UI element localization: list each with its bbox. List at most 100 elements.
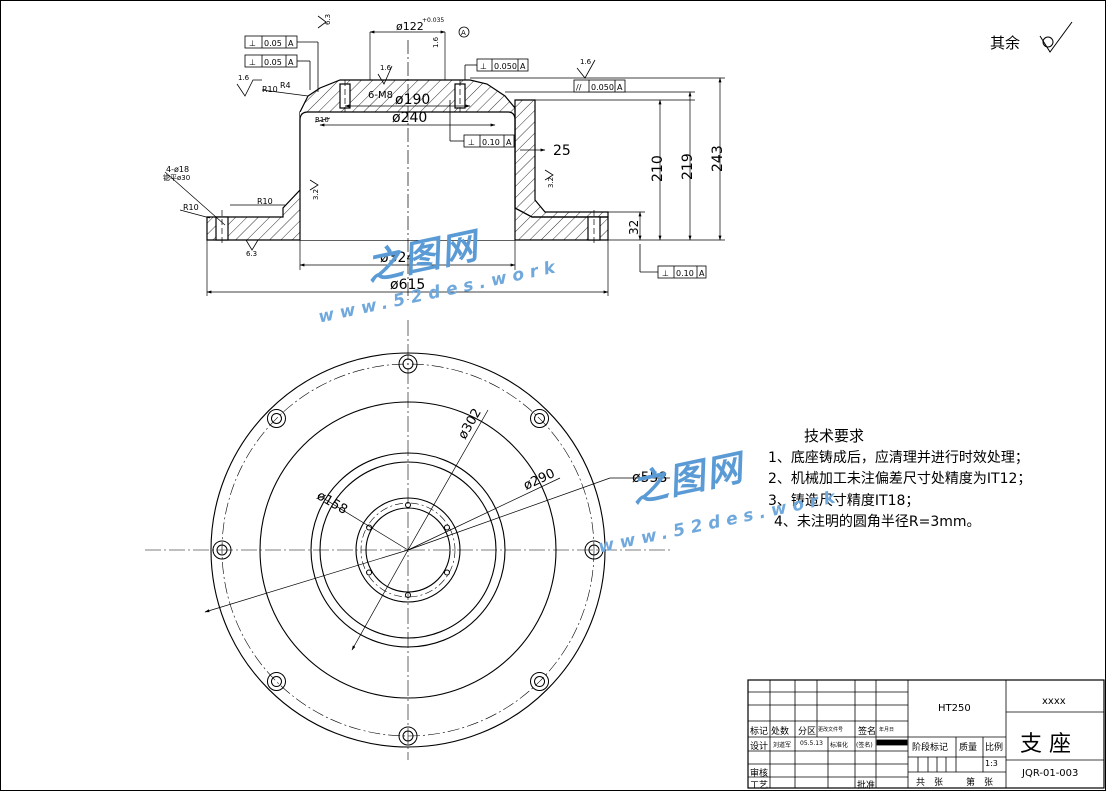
- flange-bolt-hole: [398, 726, 418, 746]
- tol-4-sym: //: [576, 83, 582, 92]
- dim-d122-tol: +0.035: [422, 17, 444, 24]
- flange-bolt-hole: [216, 544, 228, 556]
- tb-scale: 1:3: [985, 759, 998, 768]
- tol-1-val: 0.05: [264, 39, 282, 48]
- dim-d240: ø240: [392, 110, 427, 126]
- tol-1-sym: ⊥: [249, 39, 256, 48]
- flange-bolt-hole: [270, 676, 282, 688]
- tb-design-sig: 刘道军: [773, 742, 792, 749]
- tol-5-datum: A: [506, 138, 512, 147]
- tb-weight: 质量: [959, 743, 978, 753]
- tb-mark: 标记: [750, 727, 769, 737]
- m8-thread-hole: [405, 502, 411, 508]
- tol-frame-5: [449, 100, 515, 148]
- tol-5-val: 0.10: [482, 138, 500, 147]
- tb-std: 标准化: [830, 742, 849, 749]
- tol-frame-4: [573, 79, 626, 93]
- finish-6-3-top: 6.3: [324, 14, 332, 25]
- tolerance-frames: [244, 35, 707, 279]
- tb-review: 审核: [750, 769, 769, 779]
- tol-2-val: 0.05: [264, 58, 282, 67]
- dim-25: 25: [553, 143, 571, 159]
- tb-design-date: 05.5.13: [800, 740, 823, 747]
- flange-bolt-hole: [270, 412, 282, 424]
- m8-thread-hole: [405, 592, 411, 598]
- dim-d190: ø190: [395, 92, 430, 108]
- dim-d158: ø158: [314, 488, 350, 517]
- finish-6-3-bottom: 6.3: [246, 250, 257, 258]
- flange-bolt-hole: [534, 412, 546, 424]
- tol-4-datum: A: [617, 83, 623, 92]
- tol-1-datum: A: [288, 39, 294, 48]
- m8-thread-hole: [443, 524, 450, 531]
- remaining-finish-label: 其余: [990, 34, 1021, 52]
- tol-6-val: 0.10: [676, 269, 694, 278]
- section-dimension-text: ø615 ø324 ø240 ø190 6-M8 ø122 +0.035 A 2…: [163, 14, 726, 293]
- dim-d290: ø290: [521, 466, 557, 493]
- tol-3-sym: ⊥: [480, 62, 487, 71]
- flange-bolt-hole: [402, 730, 414, 742]
- tb-drawing-no: JQR-01-003: [1022, 768, 1079, 779]
- dim-210: 210: [650, 155, 666, 182]
- tech-requirements: 技术要求 1、底座铸成后，应清理并进行时效处理； 2、机械加工未注偏差尺寸处精度…: [768, 426, 1031, 534]
- dim-holes: 4-ø18: [166, 165, 189, 174]
- dim-r10a: R10: [262, 85, 278, 94]
- flange-bolt-hole: [398, 354, 418, 374]
- finish-1-6-a: 1.6: [238, 74, 250, 82]
- flange-bolt-hole: [530, 672, 550, 692]
- tol-5-sym: ⊥: [468, 138, 475, 147]
- tb-change-doc: 更改文件号: [818, 727, 844, 733]
- dim-d558: ø558: [632, 470, 667, 486]
- tech-item-3: 3、铸造尺寸精度IT18；: [768, 492, 920, 509]
- tolerance-text: ⊥ 0.05 A ⊥ 0.05 A ⊥ 0.050 A // 0.050 A ⊥…: [249, 39, 705, 278]
- tol-4-val: 0.050: [591, 83, 614, 92]
- tb-process: 工艺: [750, 781, 769, 791]
- flange-bolt-hole: [266, 672, 286, 692]
- dim-r10b: R10: [315, 116, 329, 124]
- tol-2-datum: A: [288, 58, 294, 67]
- m8-thread-hole: [443, 569, 450, 576]
- tech-item-2: 2、机械加工未注偏差尺寸处精度为IT12；: [768, 471, 1032, 487]
- tb-sign2: (签名): [856, 742, 873, 749]
- flange-bolt-hole: [584, 540, 604, 560]
- tb-design: 设计: [750, 742, 769, 752]
- datum-a: A: [461, 29, 466, 37]
- dim-219: 219: [680, 153, 696, 180]
- plan-leaders: [204, 409, 670, 651]
- flange-bolt-hole: [534, 676, 546, 688]
- dim-r10d: R10: [183, 203, 199, 212]
- dim-holes-counterbore: 锪平ø30: [163, 173, 190, 182]
- tb-date: 年月日: [879, 727, 895, 733]
- tech-item-1: 1、底座铸成后，应清理并进行时效处理；: [768, 449, 1029, 466]
- m8-thread-hole: [366, 569, 373, 576]
- tb-zone: 分区: [798, 727, 817, 737]
- flange-bolt-hole: [402, 358, 414, 370]
- tol-frame-3: [464, 58, 529, 80]
- tech-requirements-title: 技术要求: [804, 427, 865, 445]
- tol-frame-6: [639, 244, 707, 279]
- tb-part-name: 支 座: [1020, 732, 1071, 757]
- title-block: [747, 679, 1105, 789]
- dim-r10c: R10: [257, 197, 273, 206]
- inner-cavity: [300, 112, 515, 240]
- tol-frame-1: [244, 35, 319, 92]
- tol-3-val: 0.050: [494, 62, 517, 71]
- finish-1-6-b: 1.6: [380, 64, 392, 72]
- tb-sheet: 第 张: [966, 778, 994, 788]
- finish-1-6-d: 1.6: [432, 36, 440, 48]
- tb-company: xxxx: [1042, 696, 1066, 707]
- tb-material: HT250: [938, 703, 971, 714]
- tb-count: 处数: [771, 727, 790, 737]
- bolt-holes: [212, 354, 604, 746]
- tech-item-4: 4、未注明的圆角半径R=3mm。: [774, 514, 981, 530]
- dim-d324: ø324: [380, 250, 415, 266]
- tol-2-sym: ⊥: [249, 58, 256, 67]
- tol-6-sym: ⊥: [662, 269, 669, 278]
- finish-1-6-c: 1.6: [580, 58, 592, 66]
- tb-stage: 阶段标记: [912, 743, 949, 753]
- dim-32: 32: [627, 220, 641, 235]
- tol-3-datum: A: [520, 62, 526, 71]
- dim-r4: R4: [280, 81, 291, 90]
- dim-243: 243: [710, 145, 726, 172]
